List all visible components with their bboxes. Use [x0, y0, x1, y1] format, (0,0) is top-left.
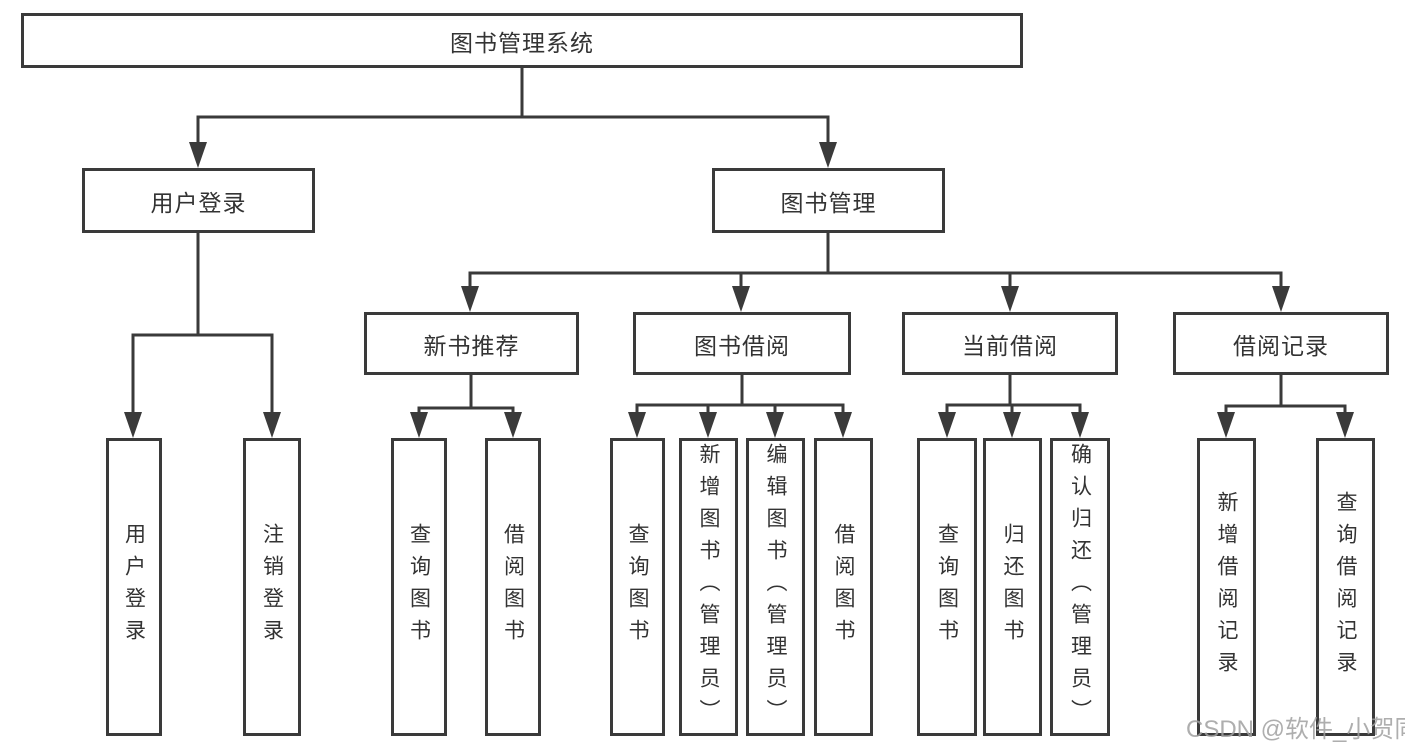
leaf-label: 用户登录	[122, 523, 146, 651]
leaf-logout-login: 注销登录	[243, 438, 301, 736]
node-label: 图书管理系统	[450, 29, 594, 56]
leaf-query-books-current: 查询图书	[917, 438, 977, 736]
leaf-label: 确认归还（管理员）	[1068, 443, 1092, 731]
leaf-query-books-borrowing: 查询图书	[610, 438, 665, 736]
leaf-borrow-books-recommend: 借阅图书	[485, 438, 541, 736]
leaf-add-borrow-record: 新增借阅记录	[1197, 438, 1256, 736]
leaf-label: 新增图书（管理员）	[697, 443, 720, 731]
csdn-watermark: CSDN @软件_小贺同学	[1186, 716, 1405, 743]
leaf-edit-books-admin: 编辑图书（管理员）	[746, 438, 805, 736]
leaf-return-books: 归还图书	[983, 438, 1042, 736]
node-library-management-system: 图书管理系统	[21, 13, 1023, 68]
node-new-book-recommendation: 新书推荐	[364, 312, 579, 375]
node-label: 图书管理	[780, 189, 877, 216]
leaf-label: 新增借阅记录	[1215, 491, 1238, 683]
node-label: 借阅记录	[1233, 332, 1329, 359]
node-book-borrowing: 图书借阅	[633, 312, 851, 375]
leaf-confirm-return-admin: 确认归还（管理员）	[1050, 438, 1110, 736]
node-book-management: 图书管理	[712, 168, 945, 233]
leaf-label: 归还图书	[1001, 523, 1024, 651]
leaf-label: 借阅图书	[501, 523, 525, 651]
leaf-user-login: 用户登录	[106, 438, 162, 736]
node-label: 用户登录	[150, 189, 247, 216]
leaf-add-books-admin: 新增图书（管理员）	[679, 438, 738, 736]
leaf-label: 查询借阅记录	[1334, 491, 1357, 683]
node-current-borrowing: 当前借阅	[902, 312, 1118, 375]
node-label: 当前借阅	[962, 332, 1058, 359]
leaf-label: 编辑图书（管理员）	[764, 443, 787, 731]
node-label: 新书推荐	[423, 332, 520, 359]
leaf-label: 查询图书	[626, 523, 649, 651]
leaf-borrow-books-borrowing: 借阅图书	[814, 438, 873, 736]
arrowhead-icons	[124, 142, 1354, 438]
leaf-query-borrow-record: 查询借阅记录	[1316, 438, 1375, 736]
node-label: 图书借阅	[694, 332, 790, 359]
node-borrowing-records: 借阅记录	[1173, 312, 1389, 375]
node-user-login: 用户登录	[82, 168, 315, 233]
leaf-query-books-recommend: 查询图书	[391, 438, 447, 736]
leaf-label: 借阅图书	[832, 523, 855, 651]
leaf-label: 查询图书	[407, 523, 431, 651]
leaf-label: 注销登录	[260, 523, 284, 651]
leaf-label: 查询图书	[935, 523, 959, 651]
